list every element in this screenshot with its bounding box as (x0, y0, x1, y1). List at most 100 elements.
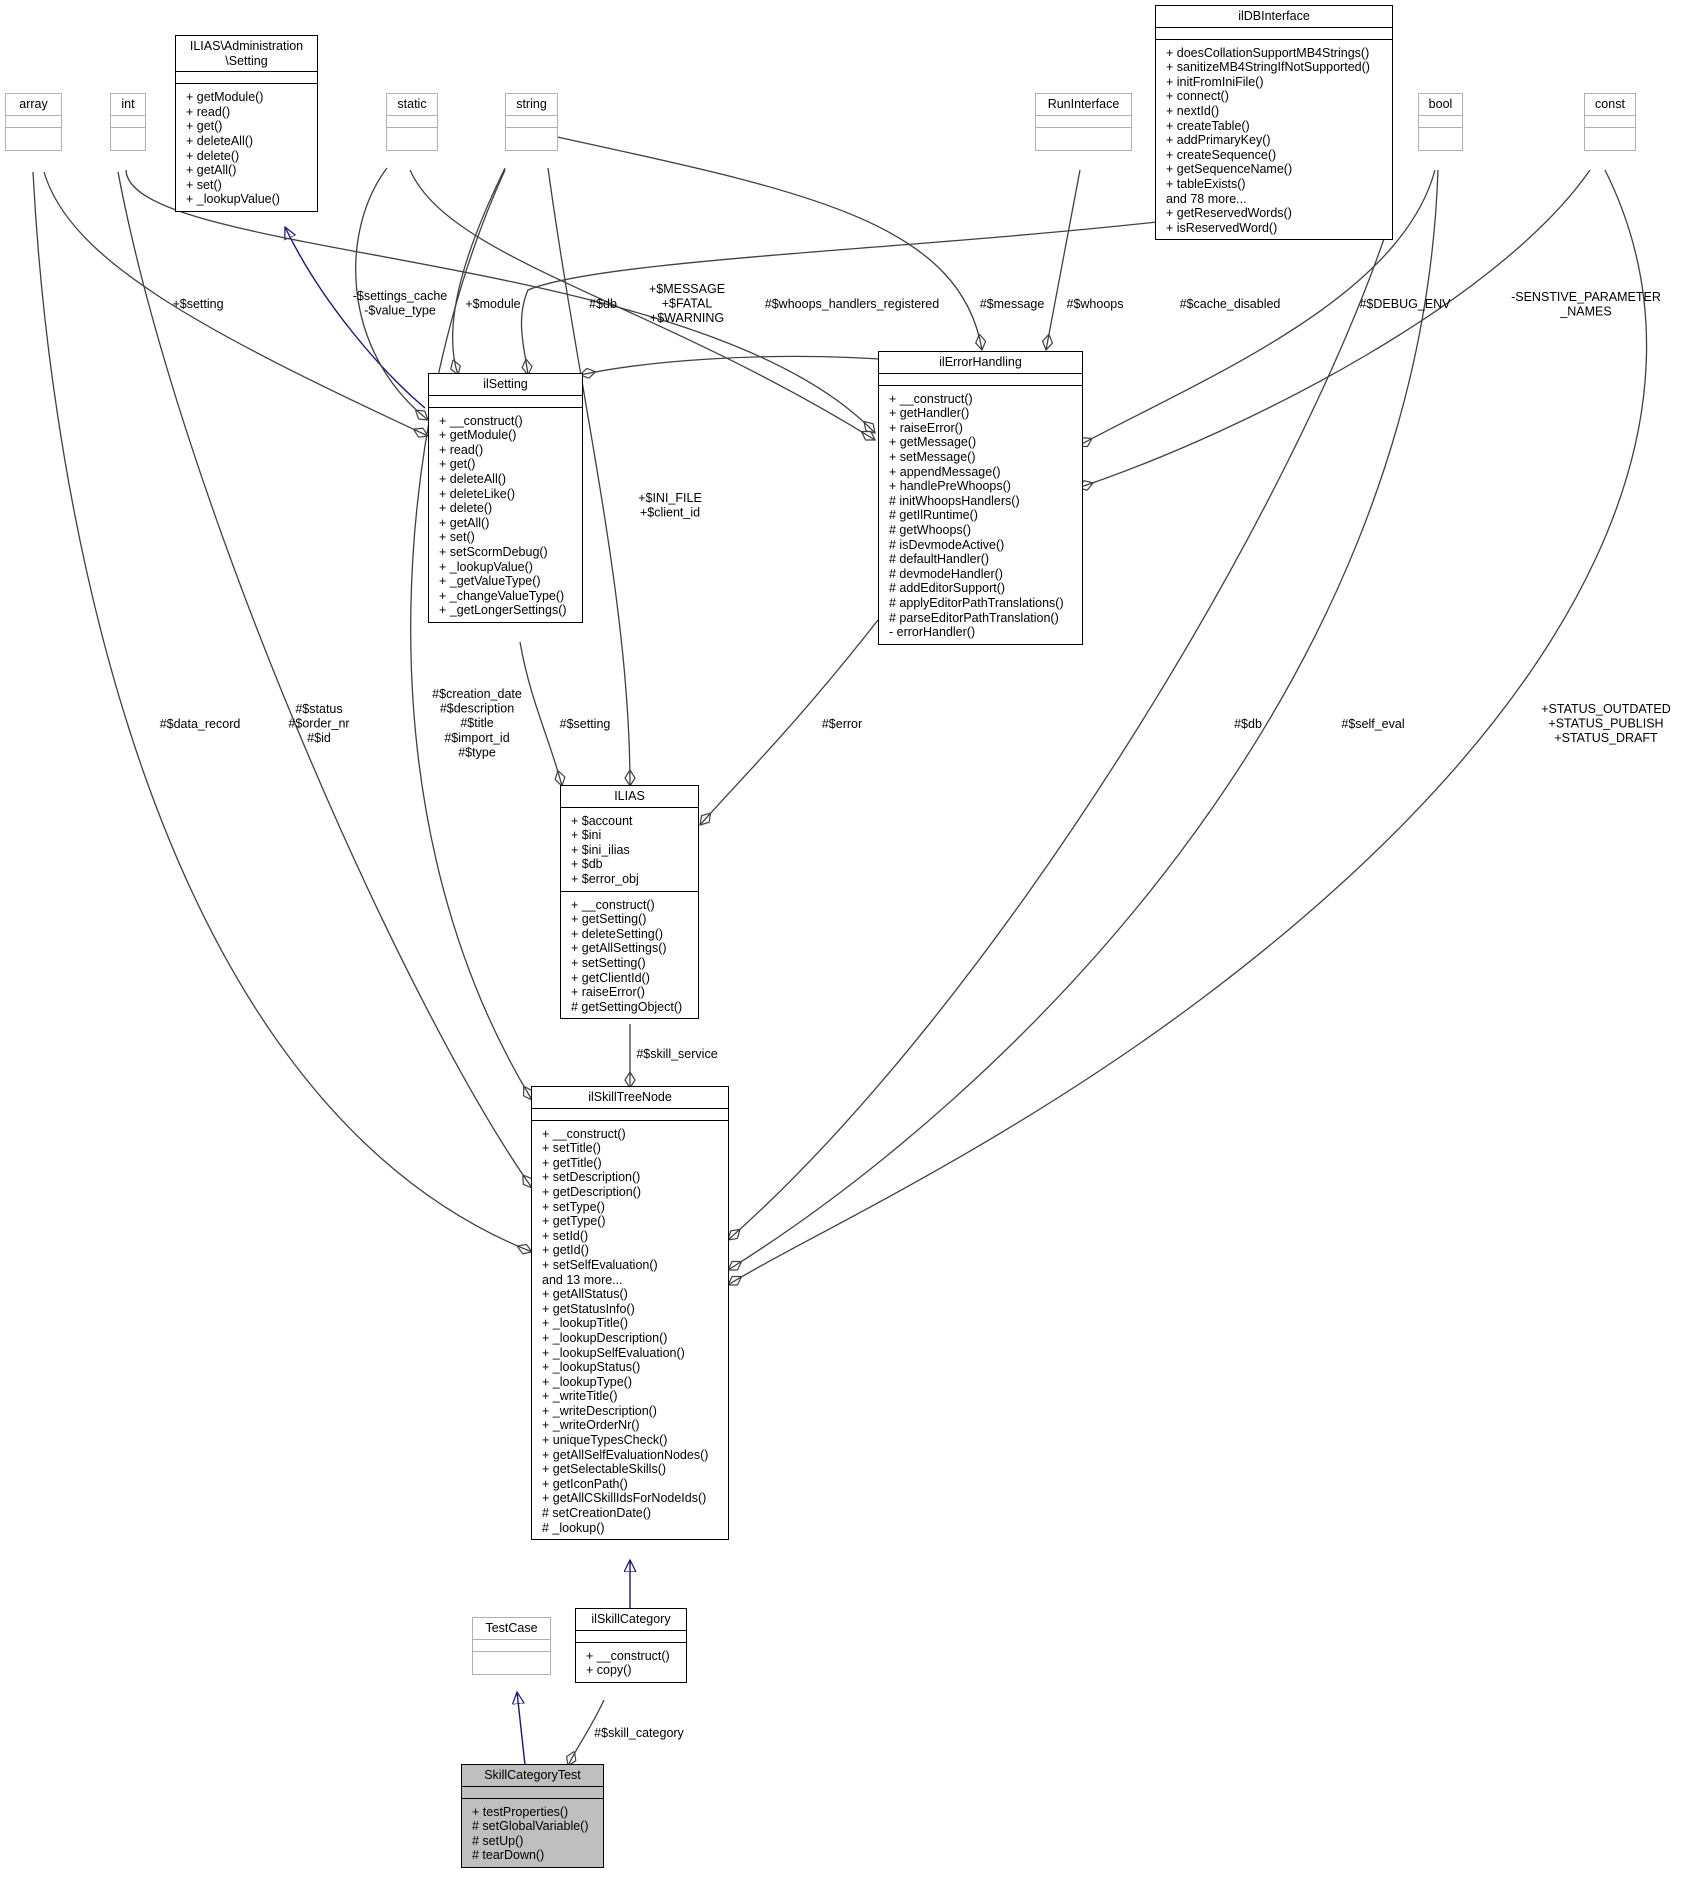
edge-bool-to-ilerror (1078, 169, 1436, 446)
label-skill-service: #$skill_service (636, 1047, 717, 1061)
edge-string-to-ilskilltreenode (410, 169, 532, 1100)
class-ilskilltreenode-method: + getIconPath() (542, 1476, 628, 1491)
class-runinterface-methods (1036, 126, 1131, 150)
edge-ildb-to-ilsetting (520, 221, 1158, 375)
class-ilskilltreenode[interactable]: ilSkillTreeNode+ __construct()+ setTitle… (531, 1086, 729, 1541)
class-ilerrorhandling[interactable]: ilErrorHandling+ __construct()+ getHandl… (878, 351, 1083, 645)
class-ildbinterface-method: and 78 more... (1166, 191, 1247, 206)
class-ilsetting-method: + get() (439, 457, 476, 472)
class-ilskilltreenode-method: # setCreationDate() (542, 1506, 652, 1521)
edge-static-to-ilsetting (355, 167, 428, 420)
label-settings-cache: -$settings_cache-$value_type (353, 289, 448, 318)
label-skill-category: #$skill_category (594, 1726, 684, 1740)
class-ilsetting-method: + __construct() (439, 413, 523, 428)
class-ildbinterface[interactable]: ilDBInterface + doesCollationSupportMB4St… (1155, 5, 1393, 241)
class-skillcategorytest-method: # tearDown() (472, 1848, 545, 1863)
class-ilskillcategory-method: + __construct() (586, 1648, 670, 1663)
class-ilskilltreenode-method: + _lookupSelfEvaluation() (542, 1345, 685, 1360)
class-ilias-attr: + $ini_ilias (571, 842, 630, 857)
class-ildbinterface-title: ilDBInterface (1238, 9, 1310, 23)
class-testcase[interactable]: TestCase (472, 1617, 551, 1675)
class-ilerrorhandling-method: # defaultHandler() (889, 552, 990, 567)
class-ilsetting-method: + deleteAll() (439, 471, 507, 486)
class-string[interactable]: string (505, 93, 558, 151)
edge-int-to-ilerror (125, 169, 875, 433)
class-ildbinterface-method: + initFromIniFile() (1166, 74, 1264, 89)
class-ilias-administration-setting[interactable]: ILIAS\Administration \Setting + getModule… (175, 35, 318, 212)
class-ilskilltreenode-method: + getStatusInfo() (542, 1301, 635, 1316)
class-int[interactable]: int (110, 93, 146, 151)
class-ilias-administration-setting-method: + deleteAll() (186, 133, 254, 148)
edge-const-to-ilskilltreenode (728, 169, 1648, 1285)
class-ilias-methods: + __construct()+ getSetting()+ deleteSet… (561, 890, 698, 1019)
edge-string-to-ilsetting (453, 167, 506, 375)
class-static[interactable]: static (386, 93, 438, 151)
class-ilerrorhandling-method: # devmodeHandler() (889, 566, 1003, 581)
class-ildbinterface-methods: + doesCollationSupportMB4Strings()+ sani… (1156, 38, 1392, 240)
class-runinterface[interactable]: RunInterface (1035, 93, 1132, 151)
class-static-attributes (387, 114, 437, 127)
class-ilerrorhandling-method: # getIlRuntime() (889, 508, 978, 523)
label-setting-ilias: #$setting (560, 717, 611, 731)
class-ilskilltreenode-method: # _lookup() (542, 1520, 605, 1535)
class-ilias-method: + setSetting() (571, 955, 646, 970)
class-ilsetting[interactable]: ilSetting+ __construct()+ getModule()+ r… (428, 373, 583, 623)
class-ildbinterface-method: + tableExists() (1166, 176, 1246, 191)
class-skillcategorytest[interactable]: SkillCategoryTest+ testProperties()# set… (461, 1764, 604, 1868)
class-ilskillcategory[interactable]: ilSkillCategory+ __construct()+ copy() (575, 1608, 687, 1683)
edge-ilskillcategory-to-skillcategorytest (568, 1699, 605, 1766)
class-ilerrorhandling-method: # parseEditorPathTranslation() (889, 610, 1059, 625)
class-ilskilltreenode-method: + setId() (542, 1228, 589, 1243)
class-ilias-administration-setting-method: + set() (186, 177, 222, 192)
class-ilias-administration-setting-method: + delete() (186, 148, 240, 163)
class-ilias[interactable]: ILIAS+ $account+ $ini+ $ini_ilias+ $db+ … (560, 785, 699, 1020)
label-message: #$message (980, 297, 1045, 311)
class-array-attributes (6, 114, 61, 127)
class-testcase-methods (473, 1650, 550, 1674)
label-data-record: #$data_record (160, 717, 241, 731)
class-ilskilltreenode-method: + _writeTitle() (542, 1389, 618, 1404)
label-status-order-id: #$status#$order_nr#$id (288, 702, 349, 745)
class-ilias-method: + getSetting() (571, 912, 647, 927)
label-setting-array: +$setting (172, 297, 223, 311)
class-ilias-attr: + $ini (571, 828, 602, 843)
label-module: +$module (465, 297, 520, 311)
class-ilerrorhandling-method: # applyEditorPathTranslations() (889, 595, 1064, 610)
class-ilias-administration-setting-method: + getAll() (186, 163, 237, 178)
class-ilskilltreenode-method: + setType() (542, 1199, 605, 1214)
class-ilskilltreenode-title: ilSkillTreeNode (588, 1090, 672, 1104)
class-ildbinterface-method: + isReservedWord() (1166, 220, 1278, 235)
class-ilskilltreenode-attributes (532, 1107, 728, 1120)
class-ildbinterface-method: + createTable() (1166, 118, 1250, 133)
class-ilias-administration-setting-title: ILIAS\Administration \Setting (189, 39, 304, 68)
class-ilskilltreenode-method: + _writeOrderNr() (542, 1418, 640, 1433)
class-array[interactable]: array (5, 93, 62, 151)
class-ilerrorhandling-method: + getMessage() (889, 435, 977, 450)
class-bool[interactable]: bool (1418, 93, 1463, 151)
class-ilskilltreenode-method: + uniqueTypesCheck() (542, 1433, 668, 1448)
class-string-attributes (506, 114, 557, 127)
label-status-constants: +STATUS_OUTDATED+STATUS_PUBLISH+STATUS_D… (1541, 702, 1671, 745)
label-debug-env: #$DEBUG_ENV (1359, 297, 1451, 311)
class-ilsetting-title: ilSetting (483, 377, 528, 391)
edge-ilsetting-to-ilias (519, 641, 562, 786)
class-ilskillcategory-method: + copy() (586, 1663, 632, 1678)
class-ilskilltreenode-method: + _lookupDescription() (542, 1330, 668, 1345)
class-bool-methods (1419, 126, 1462, 150)
class-static-methods (387, 126, 437, 150)
class-ilsetting-method: + set() (439, 530, 475, 545)
edge-int-to-ilskilltreenode (117, 171, 532, 1188)
edge-static-to-ilerror (409, 169, 875, 440)
class-ilerrorhandling-title: ilErrorHandling (939, 355, 1022, 369)
class-ilskilltreenode-method: + __construct() (542, 1126, 626, 1141)
class-ilskilltreenode-method: + getAllCSkillIdsForNodeIds() (542, 1491, 707, 1506)
class-int-methods (111, 126, 145, 150)
class-ilerrorhandling-method: + setMessage() (889, 449, 976, 464)
class-ilerrorhandling-method: # addEditorSupport() (889, 581, 1006, 596)
label-db-node: #$db (1234, 717, 1262, 731)
edge-array-to-ilskilltreenode (32, 171, 532, 1252)
class-ilias-administration-setting-method: + getModule() (186, 90, 264, 105)
class-const[interactable]: const (1584, 93, 1636, 151)
edge-ilerror-to-ilias (700, 619, 879, 825)
class-ildbinterface-method: + getSequenceName() (1166, 162, 1293, 177)
